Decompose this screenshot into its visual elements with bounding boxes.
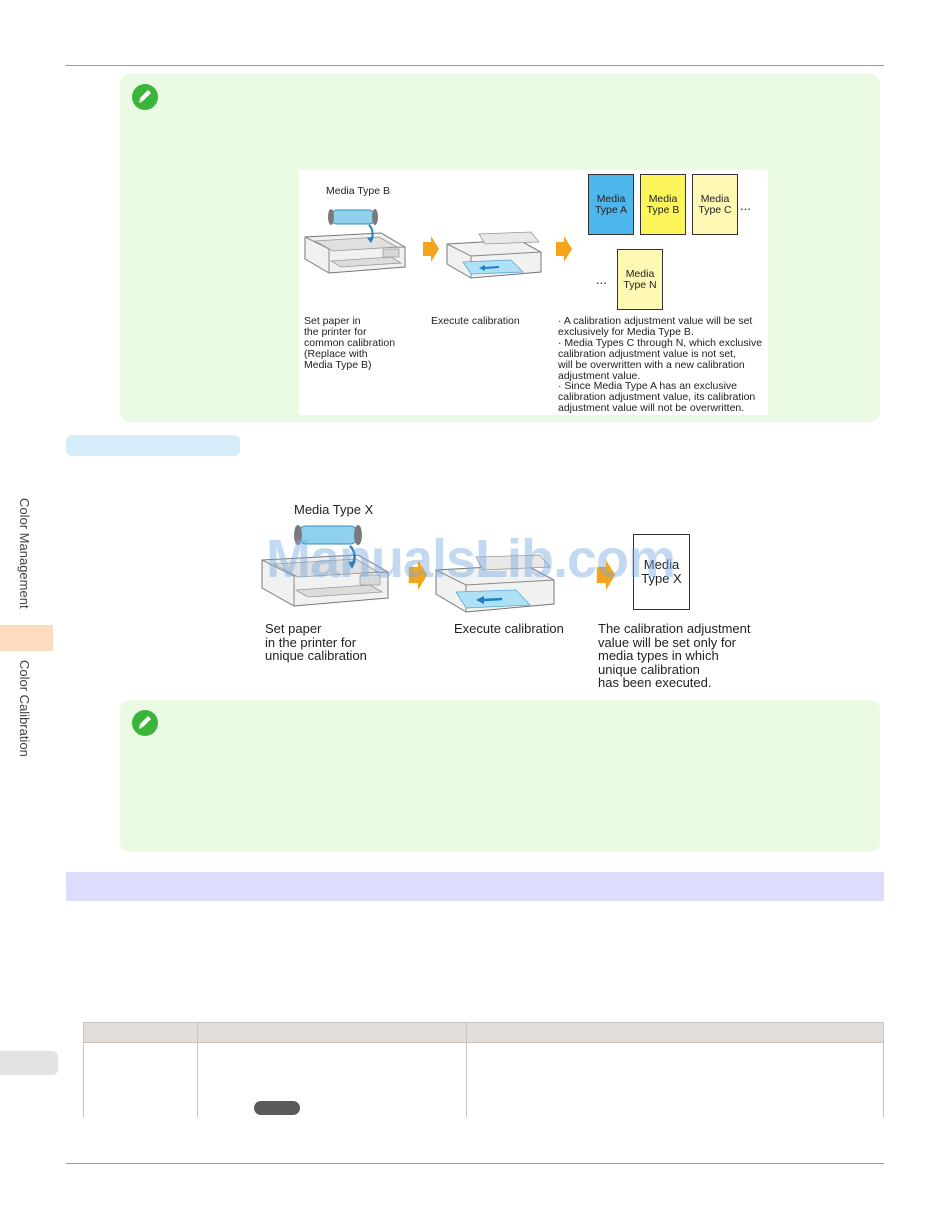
header-rule — [66, 65, 884, 66]
label-media-type-b: Media Type B — [326, 185, 391, 197]
note-pencil-icon — [132, 84, 158, 110]
key-badge — [254, 1101, 300, 1115]
media-box-label: Media Type B — [646, 192, 680, 216]
printer-execute-calibration-illustration — [446, 231, 542, 279]
media-box-type-a: Media Type A — [588, 174, 634, 235]
figure-common-calibration: Media Type B — [299, 170, 768, 415]
sidebar-section-label: Color Management — [17, 498, 32, 609]
media-box-label: Media Type A — [594, 192, 628, 216]
table-cell — [466, 1042, 884, 1117]
table-cell — [83, 1042, 198, 1117]
note-box-common-calibration: Media Type B — [120, 74, 880, 422]
arrow-icon — [423, 236, 439, 262]
printer-load-paper-illustration — [261, 525, 389, 607]
note-pencil-icon — [132, 710, 158, 736]
watermark-text: ManualsLib.com — [266, 529, 676, 589]
table-header-cell — [197, 1022, 467, 1043]
step3-bullet: · Media Types C through N, which exclusi… — [558, 337, 763, 382]
step1-caption: Set paper in the printer for unique cali… — [265, 621, 367, 663]
step2-caption: Execute calibration — [454, 621, 564, 636]
sidebar-active-tab — [0, 625, 53, 651]
sidebar-page-tab[interactable] — [0, 1051, 58, 1075]
section-heading-band — [66, 872, 884, 901]
arrow-icon — [408, 560, 428, 590]
step3-bullet: · Since Media Type A has an exclusive ca… — [558, 380, 756, 414]
figure-unique-calibration: Media Type X Media Type X Set paper in t… — [258, 500, 758, 695]
table-header-cell — [83, 1022, 198, 1043]
arrow-icon — [556, 236, 572, 262]
step1-caption: Set paper in the printer for common cali… — [304, 315, 396, 371]
step2-caption: Execute calibration — [431, 315, 520, 327]
printer-execute-calibration-illustration — [435, 554, 555, 613]
label-media-type-x: Media Type X — [294, 502, 374, 517]
ellipsis-text: ... — [740, 198, 751, 213]
media-box-label: Media Type C — [698, 192, 732, 216]
step3-bullet: · A calibration adjustment value will be… — [558, 315, 753, 338]
note-box-unique-calibration — [120, 700, 880, 852]
media-box-type-x: Media Type X — [633, 534, 690, 610]
ellipsis-text: ... — [596, 272, 607, 287]
table-row — [83, 1042, 884, 1117]
table-header-cell — [466, 1022, 884, 1043]
printer-load-paper-illustration — [304, 209, 406, 274]
footer-rule — [66, 1163, 884, 1164]
table-header-row — [83, 1022, 884, 1043]
calibration-table — [83, 1022, 884, 1117]
media-box-type-b: Media Type B — [640, 174, 686, 235]
media-box-label: Media Type N — [623, 267, 657, 291]
media-box-type-n: Media Type N — [617, 249, 663, 310]
arrow-icon — [596, 560, 616, 590]
sidebar-subsection-label: Color Calibration — [17, 660, 32, 757]
subsection-heading-pill — [66, 435, 240, 456]
table-cell — [197, 1042, 467, 1117]
media-box-type-c: Media Type C — [692, 174, 738, 235]
media-box-label: Media Type X — [641, 557, 682, 586]
step3-caption: The calibration adjustment value will be… — [598, 621, 751, 690]
